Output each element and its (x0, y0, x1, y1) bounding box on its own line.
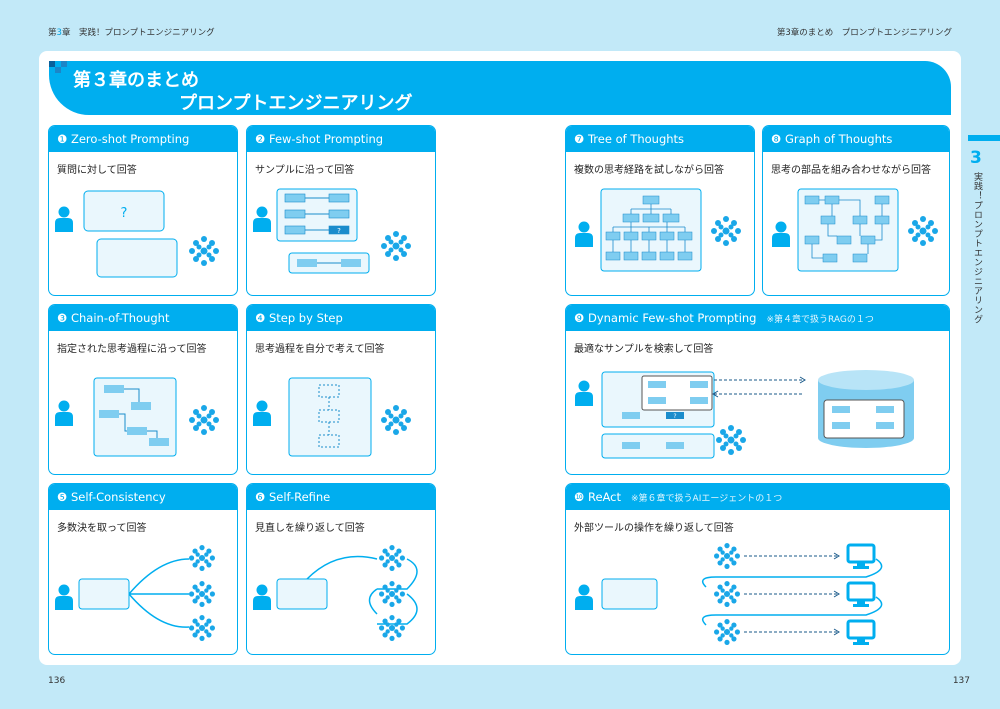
card-title: ❽ Graph of Thoughts (763, 126, 949, 152)
card-self-refine: ❻ Self-Refine 見直しを繰り返して回答 (246, 483, 436, 655)
card-desc: 思考の部品を組み合わせながら回答 (771, 165, 931, 176)
card-title: ❹ Step by Step (247, 305, 435, 331)
card-title: ❾ Dynamic Few-shot Prompting (574, 311, 757, 325)
card-desc: サンプルに沿って回答 (255, 165, 355, 176)
svg-text:?: ? (337, 227, 341, 235)
chapter-tab-number: 3 (970, 148, 982, 168)
step-diagram (253, 377, 411, 457)
card-react: ❿ ReAct ※第６章で扱うAIエージェントの１つ 外部ツールの操作を繰り返して… (565, 483, 950, 655)
card-desc: 外部ツールの操作を繰り返して回答 (574, 523, 734, 534)
card-step-by-step: ❹ Step by Step 思考過程を自分で考えて回答 (246, 304, 436, 475)
graph-diagram (772, 188, 938, 272)
question-mark: ? (121, 206, 128, 221)
card-desc: 多数決を取って回答 (57, 523, 147, 534)
chapter-tab-label: 実践！プロンプトエンジニアリング (972, 172, 982, 324)
running-header-right: 第3章のまとめ プロンプトエンジニアリング (776, 28, 952, 38)
card-desc: 指定された思考過程に沿って回答 (57, 344, 207, 355)
card-title: ❺ Self-Consistency (49, 484, 237, 510)
self-consistency-diagram (55, 545, 215, 641)
card-title: ❼ Tree of Thoughts (566, 126, 754, 152)
page-number-right: 137 (952, 676, 970, 686)
rag-diagram: ? (575, 370, 914, 459)
card-self-consistency: ❺ Self-Consistency 多数決を取って回答 (48, 483, 238, 655)
tool-monitor-icon (846, 543, 876, 569)
chapter-tab (968, 135, 1000, 141)
card-title: ❶ Zero-shot Prompting (49, 126, 237, 152)
card-title: ❻ Self-Refine (247, 484, 435, 510)
card-dynamic-few-shot: ❾ Dynamic Few-shot Prompting ※第４章で扱うRAGの１… (565, 304, 950, 475)
card-few-shot: ❷ Few-shot Prompting サンプルに沿って回答 ? (246, 125, 436, 296)
card-chain-of-thought: ❸ Chain-of-Thought 指定された思考過程に沿って回答 (48, 304, 238, 475)
card-desc: 思考過程を自分で考えて回答 (255, 344, 385, 355)
banner-subtitle: プロンプトエンジニアリング (179, 93, 413, 114)
page-number-left: 136 (48, 676, 66, 686)
card-note: ※第４章で扱うRAGの１つ (766, 315, 874, 325)
card-note: ※第６章で扱うAIエージェントの１つ (631, 494, 783, 504)
banner-title: 第３章のまとめ (73, 70, 199, 91)
self-refine-diagram (253, 545, 418, 641)
card-title: ❿ ReAct (574, 490, 622, 504)
ai-network-icon (189, 236, 219, 266)
few-shot-diagram: ? (253, 188, 411, 274)
tree-diagram (575, 188, 741, 272)
svg-text:?: ? (673, 413, 676, 420)
running-header-left: 第3章 実践！プロンプトエンジニアリング (48, 28, 215, 38)
ai-network-icon (381, 231, 411, 261)
card-title: ❷ Few-shot Prompting (247, 126, 435, 152)
card-desc: 複数の思考経路を試しながら回答 (574, 165, 724, 176)
card-title: ❸ Chain-of-Thought (49, 305, 237, 331)
chapter-banner: 第３章のまとめ プロンプトエンジニアリング (49, 61, 951, 115)
card-zero-shot: ❶ Zero-shot Prompting 質問に対して回答 ? (48, 125, 238, 296)
card-tree-of-thoughts: ❼ Tree of Thoughts 複数の思考経路を試しながら回答 (565, 125, 755, 296)
cot-diagram (55, 377, 219, 457)
person-icon (55, 206, 73, 232)
zero-shot-diagram: ? (55, 190, 219, 278)
card-desc: 見直しを繰り返して回答 (255, 523, 365, 534)
card-desc: 質問に対して回答 (57, 165, 137, 176)
react-diagram (575, 543, 883, 645)
card-graph-of-thoughts: ❽ Graph of Thoughts 思考の部品を組み合わせながら回答 (762, 125, 950, 296)
card-desc: 最適なサンプルを検索して回答 (574, 344, 714, 355)
